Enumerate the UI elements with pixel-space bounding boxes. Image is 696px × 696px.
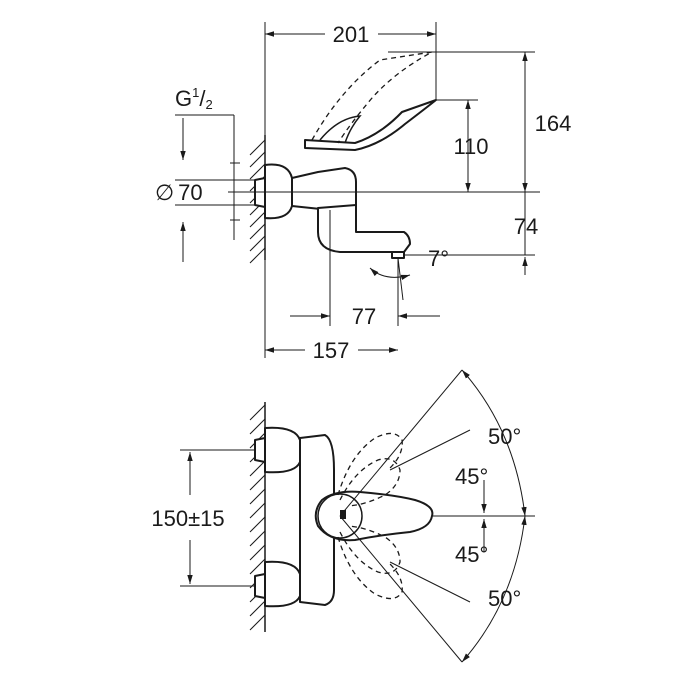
- wall-connector-upper: [254, 437, 266, 463]
- lever-ghost-up-50: [337, 432, 403, 496]
- eccentric-upper: [264, 426, 301, 474]
- dim-150-label: 150±15: [151, 506, 224, 531]
- radial-50-down: [339, 515, 463, 663]
- faucet-body-side: [291, 167, 357, 212]
- lever-mark: [340, 510, 346, 519]
- dim-164-label: 164: [535, 111, 572, 136]
- lever-ghost-down-45: [339, 525, 401, 574]
- eccentric-connector: [264, 163, 293, 220]
- dim-74-label: 74: [514, 214, 538, 239]
- dim-201-label: 201: [333, 22, 370, 47]
- dim-7deg-label: 7°: [428, 246, 449, 271]
- lever-detail: [319, 115, 362, 144]
- lever-side: [304, 99, 437, 151]
- thread-label: G1/2: [175, 85, 213, 112]
- eccentric-lower: [264, 560, 301, 608]
- dim-110-label: 110: [453, 134, 488, 159]
- top-view: 50° 45° 45° 50° 150±15: [151, 369, 535, 663]
- side-view: 201 164 110 G1/2 ∅70 74 7°: [155, 22, 571, 363]
- radial-45-up: [389, 429, 471, 471]
- wall-connector-lower: [254, 573, 266, 599]
- lever-ghost-down-50: [337, 536, 403, 600]
- angle-lower-inner-label: 45°: [455, 542, 488, 567]
- arc-50-upper: [461, 369, 527, 517]
- lever-ghost-up-45: [339, 458, 401, 507]
- radial-50-up: [339, 369, 463, 517]
- radial-45-down: [389, 561, 471, 603]
- angle-upper-inner-label: 45°: [455, 464, 488, 489]
- aerator: [391, 251, 405, 259]
- lever-ghost-raised: [311, 51, 433, 144]
- dim-77-label: 77: [352, 304, 376, 329]
- angle-lower-outer-label: 50°: [488, 586, 521, 611]
- spout-side: [317, 204, 411, 253]
- angle-upper-outer-label: 50°: [488, 424, 521, 449]
- dim-70-label: ∅70: [155, 180, 203, 205]
- arc-50-lower: [461, 515, 527, 663]
- dim-157-label: 157: [313, 338, 350, 363]
- spout-angle-line: [397, 257, 404, 301]
- dim-7deg-arc: [369, 267, 411, 281]
